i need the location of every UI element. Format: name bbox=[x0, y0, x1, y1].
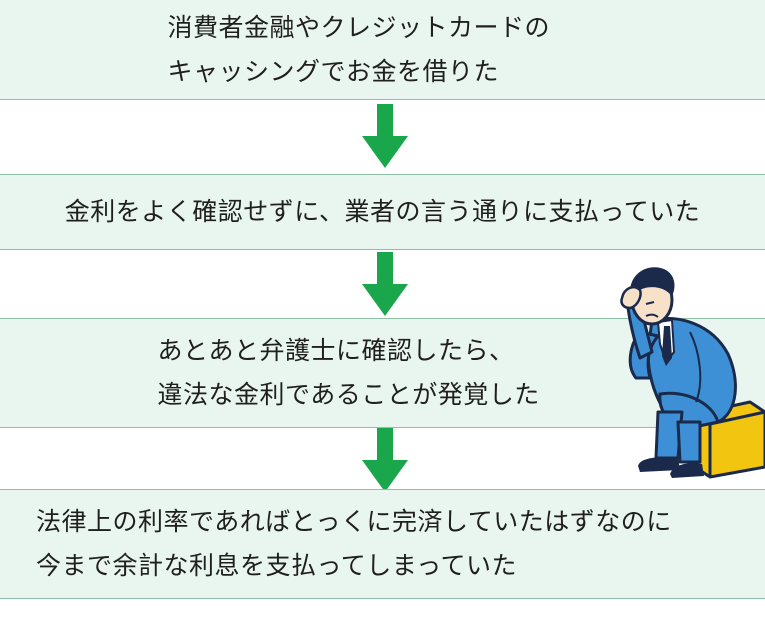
step-4-text: 法律上の利率であればとっくに完済していたはずなのに 今まで余計な利息を支払ってし… bbox=[36, 507, 672, 580]
worried-man-illustration bbox=[620, 267, 765, 479]
step-1-text: 消費者金融やクレジットカードの キャッシングでお金を借りた bbox=[167, 12, 551, 86]
step-4-box: 法律上の利率であればとっくに完済していたはずなのに 今まで余計な利息を支払ってし… bbox=[0, 489, 765, 599]
step-2-box: 金利をよく確認せずに、業者の言う通りに支払っていた bbox=[0, 174, 765, 250]
step-3-text: あとあと弁護士に確認したら、 違法な金利であることが発覚した bbox=[157, 336, 540, 409]
down-arrow-icon bbox=[362, 252, 408, 316]
down-arrow-icon bbox=[362, 104, 408, 168]
step-2-text: 金利をよく確認せずに、業者の言う通りに支払っていた bbox=[64, 197, 701, 226]
down-arrow-icon bbox=[362, 428, 408, 492]
step-1-box: 消費者金融やクレジットカードの キャッシングでお金を借りた bbox=[0, 0, 765, 100]
